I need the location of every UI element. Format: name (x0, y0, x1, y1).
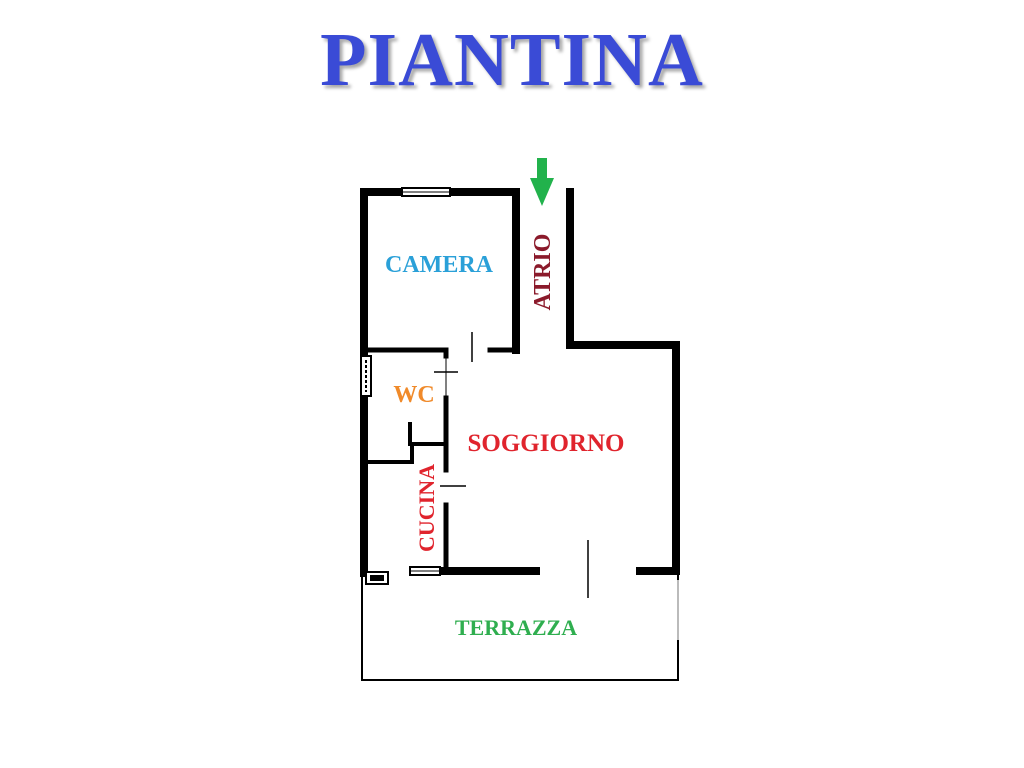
arrow-down-icon (530, 158, 554, 206)
camera-window (401, 187, 451, 197)
corner-column (365, 571, 389, 585)
door-markers (434, 332, 589, 598)
room-label-terrazza: TERRAZZA (455, 615, 577, 640)
room-label-cucina: CUCINA (414, 464, 439, 552)
room-label-wc: WC (393, 382, 434, 408)
room-label-soggiorno: SOGGIORNO (468, 430, 625, 457)
page-title: PIANTINA (320, 18, 704, 102)
room-label-atrio: ATRIO (530, 234, 556, 311)
inner-walls (361, 347, 519, 574)
room-label-camera: CAMERA (385, 252, 494, 278)
cucina-window (409, 566, 441, 576)
wc-window (360, 355, 372, 397)
